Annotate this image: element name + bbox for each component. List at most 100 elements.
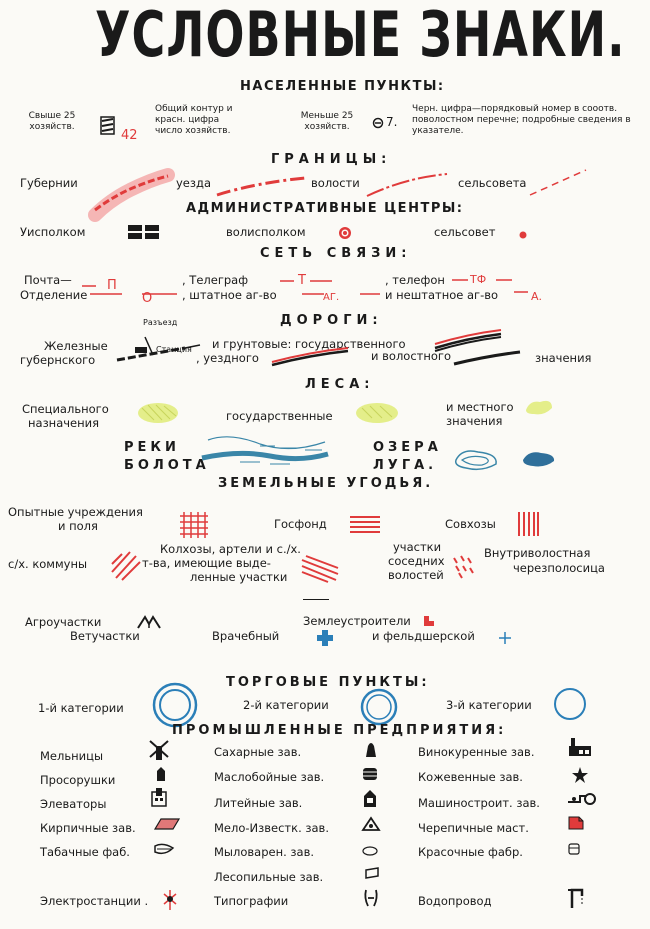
phone-agency-mark: А. <box>531 290 543 303</box>
lime-label: Мело-Известк. зав. <box>214 821 329 835</box>
printing-label: Типографии <box>214 894 289 908</box>
admin-volispolkom-label: волисполком <box>226 225 306 239</box>
trade-heading: ТОРГОВЫЕ ПУНКТЫ: <box>226 675 430 690</box>
tobacco-label: Табачные фаб. <box>40 845 130 859</box>
tobacco-icon <box>154 843 175 855</box>
post-branch-label: Отделение <box>20 288 88 302</box>
settlements-heading: НАСЕЛЕННЫЕ ПУНКТЫ: <box>240 79 445 94</box>
trade-cat1-symbol <box>152 682 198 728</box>
page-title: УСЛОВНЫЕ ЗНАКИ. <box>95 0 626 71</box>
trade-cat2-symbol <box>360 688 398 726</box>
telegraph-mark: Т <box>298 273 306 288</box>
phone-nonstaff-label: и нештатное аг-во <box>385 288 499 302</box>
agro-vet-icon <box>137 615 161 629</box>
post-mark: П <box>107 278 117 293</box>
volost-road-label: и волостного <box>371 349 451 363</box>
leather-star-icon <box>572 767 588 783</box>
leather-label: Кожевенные зав. <box>418 770 523 784</box>
under25-label: Меньше 25 хозяйств. <box>300 111 354 132</box>
meadows-label: ЛУГА. <box>373 458 438 473</box>
neighbor-label3: волостей <box>388 568 444 582</box>
kolkhoz-label3: ленные участки <box>190 570 288 584</box>
value-label: значения <box>535 351 592 365</box>
experimental-label2: и поля <box>58 519 98 533</box>
admin-heading: АДМИНИСТРАТИВНЫЕ ЦЕНТРЫ: <box>186 201 464 216</box>
state-forest-symbol <box>356 403 398 423</box>
border-gubernia-label: Губернии <box>20 176 78 190</box>
sawmill-icon <box>365 867 379 879</box>
border-selsovet-label: сельсовета <box>458 176 527 190</box>
foundry-icon <box>364 790 376 807</box>
tile-icon <box>568 816 584 830</box>
oil-barrel-icon <box>363 768 377 780</box>
phone-label: , телефон <box>385 273 445 287</box>
vet-label: Ветучастки <box>70 629 140 643</box>
soap-icon <box>362 846 378 856</box>
land-heading: ЗЕМЕЛЬНЫЕ УГОДЬЯ. <box>218 476 434 491</box>
feldsher-cross-icon <box>499 632 511 644</box>
local-forest-symbol <box>526 400 552 415</box>
mill-icon <box>149 740 169 760</box>
sugar-icon <box>366 743 376 757</box>
railroad-symbol <box>116 336 201 362</box>
over25-label: Свыше 25 хозяйств. <box>28 111 76 132</box>
rivers-label: РЕКИ <box>124 440 180 455</box>
selsovet-border-symbol <box>529 169 587 196</box>
foundry-label: Литейные зав. <box>214 796 303 810</box>
oil-label: Маслобойные зав. <box>214 770 325 784</box>
trade-cat3-symbol <box>554 688 586 720</box>
trade-cat1-label: 1-й категории <box>38 701 124 715</box>
lakes-label: ОЗЕРА <box>373 440 442 455</box>
distillery-icon <box>569 738 591 756</box>
sugar-label: Сахарные зав. <box>214 745 302 759</box>
doctor-cross-icon <box>317 630 333 646</box>
admin-uispolkom-label: Уисполком <box>20 225 86 239</box>
machinery-label: Машиностроит. зав. <box>418 796 540 810</box>
land-surveyors-label: Землеустроители <box>303 614 411 628</box>
volost-road-symbol <box>453 350 521 366</box>
sovkhoz-symbol <box>518 512 539 536</box>
lime-kiln-icon <box>361 816 381 831</box>
post-label: Почта— <box>24 273 72 287</box>
river-swamp-symbol <box>201 436 329 465</box>
border-uezd-label: уезда <box>176 176 211 190</box>
machinery-icon <box>568 793 596 805</box>
power-label: Электростанции . <box>40 894 149 908</box>
water-supply-icon <box>568 888 584 908</box>
sawmill-label: Лесопильные зав. <box>214 870 324 884</box>
telegraph-staff-label: , штатное аг-во <box>182 288 277 302</box>
selsovet-center-symbol <box>519 231 527 239</box>
gosfond-label: Госфонд <box>274 517 327 531</box>
experimental-symbol <box>180 512 208 538</box>
border-volost-label: волости <box>311 176 360 190</box>
settlement-black-number: 7. <box>386 115 398 129</box>
phone-mark: ТФ <box>470 273 487 286</box>
land-surveyor-icon <box>424 616 434 626</box>
small-settlement-symbol <box>372 117 384 129</box>
kolkhoz-symbol <box>301 555 339 583</box>
elevator-icon <box>151 788 167 807</box>
special-forest-symbol <box>138 403 178 423</box>
volispolkom-symbol <box>339 227 351 239</box>
forest-state-label: государственные <box>226 409 333 423</box>
neighbor-label: участки <box>393 540 442 554</box>
telegraph-lines <box>280 280 380 295</box>
paint-label: Красочные фабр. <box>418 845 523 859</box>
roads-heading: ДОРОГИ: <box>280 313 383 328</box>
siding-label: Разъезд <box>143 318 178 327</box>
water-supply-label: Водопровод <box>418 894 492 908</box>
industry-heading: ПРОМЫШЛЕННЫЕ ПРЕДПРИЯТИЯ: <box>172 723 507 738</box>
comm-heading: СЕТЬ СВЯЗИ: <box>260 246 412 261</box>
telegraph-agency-mark: АГ. <box>323 292 340 303</box>
agro-label: Агроучастки <box>25 615 102 629</box>
communes-symbol <box>111 551 141 581</box>
neighbor-label2: соседних <box>388 554 445 568</box>
state-road-symbol <box>434 329 502 352</box>
forest-special-label: Специального <box>22 402 109 416</box>
settlement-contour-symbol <box>100 116 115 135</box>
lake-meadow-symbol <box>454 450 497 471</box>
gubernia-border-symbol <box>88 168 175 222</box>
swamps-label: БОЛОТА <box>124 458 210 473</box>
uispolkom-symbol <box>128 225 159 239</box>
rail-gubernia-label: губернского <box>20 353 96 367</box>
